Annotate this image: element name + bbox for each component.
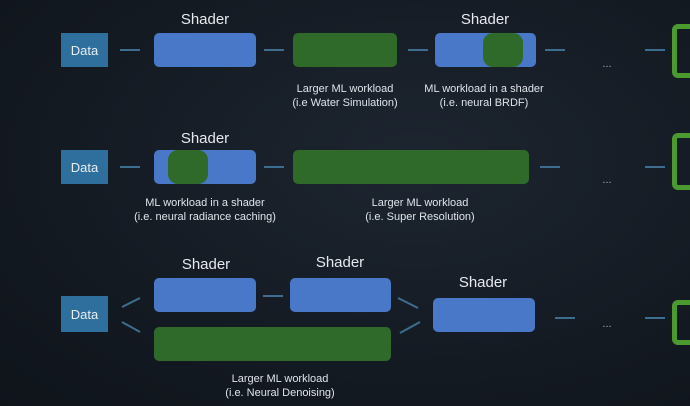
caption: ML workload in a shader (i.e. neural BRDF… — [424, 82, 543, 110]
caption: ML workload in a shader (i.e. neural radi… — [134, 196, 276, 224]
shader-label: Shader — [180, 130, 230, 147]
ml-workload-block — [293, 150, 529, 184]
caption: Larger ML workload (i.e. Super Resolution… — [365, 196, 474, 224]
caption: Larger ML workload (i.e. Neural Denoising… — [225, 372, 334, 400]
connector — [645, 49, 665, 51]
shader-label: Shader — [315, 254, 365, 271]
ml-in-shader-block — [483, 33, 523, 67]
data-node-row2: Data — [61, 150, 108, 184]
connector — [540, 166, 560, 168]
caption-line: Larger ML workload — [231, 373, 329, 385]
output-box — [672, 300, 690, 345]
shader-block — [433, 298, 535, 332]
connector — [264, 49, 284, 51]
ellipsis: ... — [602, 318, 612, 330]
caption-line: (i.e. neural BRDF) — [439, 97, 529, 109]
ml-in-shader-block — [168, 150, 208, 184]
caption-line: Larger ML workload — [371, 197, 469, 209]
connector — [263, 295, 283, 297]
connector — [120, 49, 140, 51]
caption-line: (i.e. Neural Denoising) — [225, 387, 335, 399]
shader-label: Shader — [460, 11, 510, 28]
caption-line: (i.e. neural radiance caching) — [134, 211, 276, 223]
connector — [408, 49, 428, 51]
shader-block — [154, 33, 256, 67]
caption-line: (i.e Water Simulation) — [292, 97, 398, 109]
connector — [545, 49, 565, 51]
data-node-row3: Data — [61, 296, 108, 332]
caption-line: Larger ML workload — [296, 83, 394, 95]
connector — [264, 166, 284, 168]
ml-workload-block — [154, 327, 391, 361]
ellipsis: ... — [602, 174, 612, 186]
ml-workload-block — [293, 33, 397, 67]
connector — [120, 166, 140, 168]
shader-label: Shader — [180, 11, 230, 28]
data-node-row1: Data — [61, 33, 108, 67]
connector — [645, 317, 665, 319]
shader-block — [154, 278, 256, 312]
shader-block — [290, 278, 391, 312]
caption-line: ML workload in a shader — [424, 83, 544, 95]
connector — [645, 166, 665, 168]
output-box — [672, 24, 690, 78]
caption: Larger ML workload (i.e Water Simulation) — [292, 82, 397, 110]
output-box — [672, 133, 690, 190]
shader-label: Shader — [181, 256, 231, 273]
caption-line: ML workload in a shader — [145, 197, 265, 209]
connector — [555, 317, 575, 319]
caption-line: (i.e. Super Resolution) — [365, 211, 475, 223]
shader-label: Shader — [458, 274, 508, 291]
ellipsis: ... — [602, 58, 612, 70]
